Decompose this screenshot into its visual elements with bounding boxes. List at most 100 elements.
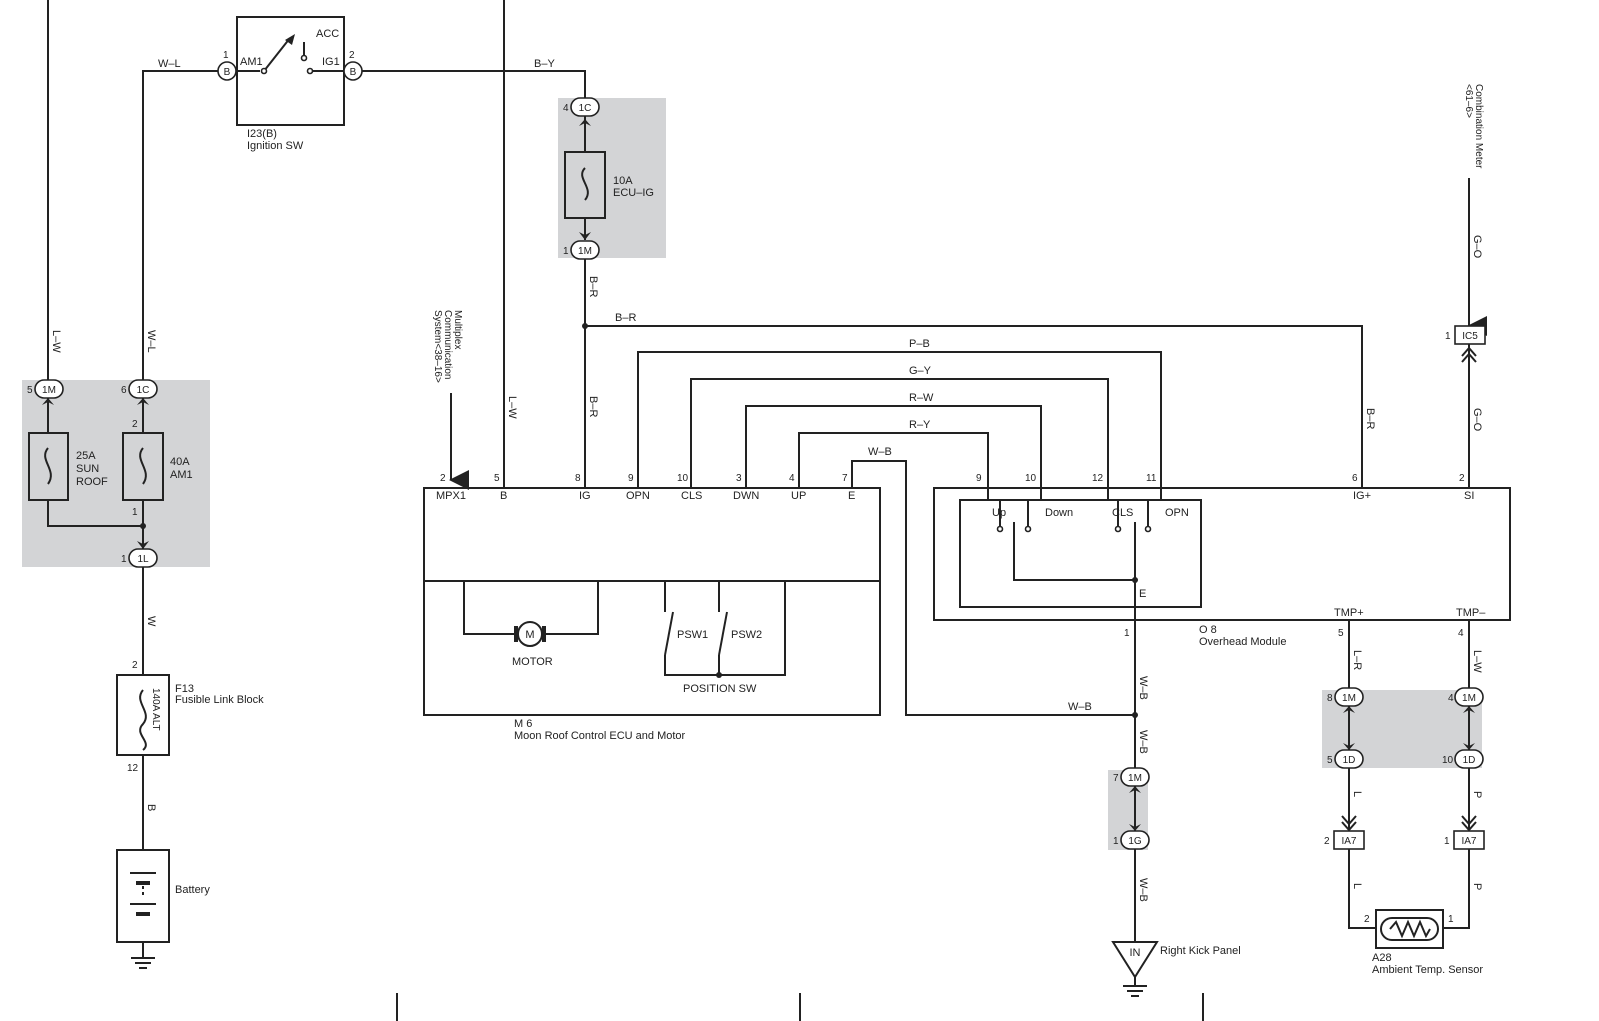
svg-text:B–R: B–R <box>587 276 599 297</box>
svg-text:5: 5 <box>1327 755 1333 766</box>
svg-text:L–R: L–R <box>1351 650 1363 670</box>
svg-text:Fusible Link Block: Fusible Link Block <box>175 694 264 706</box>
svg-text:CLS: CLS <box>681 490 702 502</box>
svg-text:W–B: W–B <box>1137 878 1149 902</box>
svg-text:MOTOR: MOTOR <box>512 656 553 668</box>
svg-text:40A: 40A <box>170 456 190 468</box>
svg-text:POSITION SW: POSITION SW <box>683 683 757 695</box>
battery-ground-icon <box>131 957 155 969</box>
svg-text:7: 7 <box>1113 773 1119 784</box>
svg-text:2: 2 <box>1459 473 1465 484</box>
svg-text:W–B: W–B <box>868 446 892 458</box>
svg-text:W: W <box>145 616 157 627</box>
svg-text:Battery: Battery <box>175 884 210 896</box>
svg-text:5: 5 <box>1338 628 1344 639</box>
svg-text:TMP–: TMP– <box>1456 607 1486 619</box>
svg-text:AM1: AM1 <box>170 469 193 481</box>
svg-text:1: 1 <box>132 507 138 518</box>
svg-text:3: 3 <box>736 473 742 484</box>
svg-text:1L: 1L <box>137 554 149 565</box>
svg-text:5: 5 <box>27 385 33 396</box>
svg-text:P: P <box>1471 791 1483 798</box>
svg-text:W–L: W–L <box>145 330 157 353</box>
svg-text:2: 2 <box>440 473 446 484</box>
fuse-am1: 1C 6 2 1 40A AM1 <box>121 379 193 518</box>
svg-text:25A: 25A <box>76 450 96 462</box>
multiplex-label: Multiplex Communication System<38–16> <box>432 310 463 383</box>
svg-text:2: 2 <box>132 419 138 430</box>
svg-text:L: L <box>1351 883 1363 889</box>
wire-labels: W–L B–Y L–W W–L W B L–W B–R B–R B–R B–R … <box>50 58 1483 902</box>
svg-text:PSW2: PSW2 <box>731 629 762 641</box>
svg-text:R–W: R–W <box>909 392 934 404</box>
svg-text:W–L: W–L <box>158 58 181 70</box>
svg-text:IA7: IA7 <box>1341 836 1356 847</box>
svg-text:1D: 1D <box>1463 755 1476 766</box>
svg-text:1M: 1M <box>578 246 592 257</box>
svg-text:<61–6>: <61–6> <box>1463 84 1474 118</box>
svg-text:CLS: CLS <box>1112 507 1133 519</box>
svg-text:10A: 10A <box>613 175 633 187</box>
svg-text:140A ALT: 140A ALT <box>150 688 161 731</box>
svg-text:IG1: IG1 <box>322 56 340 68</box>
wires <box>47 0 1487 1021</box>
svg-text:IN: IN <box>1130 947 1141 959</box>
svg-text:4: 4 <box>1458 628 1464 639</box>
svg-text:W–B: W–B <box>1068 701 1092 713</box>
svg-text:6: 6 <box>1352 473 1358 484</box>
svg-text:10: 10 <box>1442 755 1454 766</box>
svg-text:1M: 1M <box>1342 693 1356 704</box>
svg-text:ECU–IG: ECU–IG <box>613 187 654 199</box>
ambient-temp-sensor: 2 1 A28 Ambient Temp. Sensor <box>1364 909 1483 976</box>
svg-text:9: 9 <box>976 473 982 484</box>
motor-icon: M <box>525 629 534 641</box>
fuse-sunroof: 1M 5 25A SUN ROOF <box>27 379 108 501</box>
svg-text:2: 2 <box>1324 836 1330 847</box>
svg-text:12: 12 <box>127 763 139 774</box>
svg-text:L–W: L–W <box>506 396 518 419</box>
svg-text:Communication: Communication <box>442 310 453 379</box>
svg-text:W–B: W–B <box>1137 730 1149 754</box>
svg-text:1G: 1G <box>1128 836 1142 847</box>
junction-block-shade-ecu <box>558 98 666 258</box>
svg-text:UP: UP <box>791 490 806 502</box>
svg-text:R–Y: R–Y <box>909 419 931 431</box>
svg-text:SUN: SUN <box>76 463 99 475</box>
svg-text:7: 7 <box>842 473 848 484</box>
svg-text:4: 4 <box>563 103 569 114</box>
svg-text:1M: 1M <box>42 385 56 396</box>
svg-text:2: 2 <box>1364 914 1370 925</box>
svg-text:ACC: ACC <box>316 28 339 40</box>
svg-text:9: 9 <box>628 473 634 484</box>
svg-text:1: 1 <box>1445 331 1451 342</box>
ignition-switch: B B 1 2 AM1 IG1 ACC I23(B) Ignition SW <box>217 16 363 152</box>
svg-text:Down: Down <box>1045 507 1073 519</box>
moon-roof-ecu: 2 5 8 9 10 3 4 7 MPX1 B IG OPN CLS DWN U… <box>423 473 881 742</box>
svg-text:1: 1 <box>1448 914 1454 925</box>
tmp-connectors: 1M 8 1D 5 1M 4 1D 10 IA7 2 IA7 1 <box>1324 687 1485 850</box>
svg-text:IG+: IG+ <box>1353 490 1371 502</box>
svg-text:Right Kick Panel: Right Kick Panel <box>1160 945 1241 957</box>
svg-text:G–O: G–O <box>1471 408 1483 432</box>
svg-text:1: 1 <box>563 246 569 257</box>
svg-text:F13: F13 <box>175 683 194 695</box>
svg-text:B–Y: B–Y <box>534 58 555 70</box>
svg-text:B–R: B–R <box>1364 408 1376 429</box>
svg-text:L–W: L–W <box>50 330 62 353</box>
svg-text:Combination Meter: Combination Meter <box>1473 84 1484 169</box>
svg-text:IG: IG <box>579 490 591 502</box>
svg-text:1M: 1M <box>1462 693 1476 704</box>
svg-text:2: 2 <box>349 50 355 61</box>
junction-block-shade-left <box>22 380 210 567</box>
svg-text:B–R: B–R <box>587 396 599 417</box>
svg-text:G–O: G–O <box>1471 235 1483 259</box>
svg-text:4: 4 <box>1448 693 1454 704</box>
svg-text:4: 4 <box>789 473 795 484</box>
svg-text:OPN: OPN <box>1165 507 1189 519</box>
svg-text:P: P <box>1471 883 1483 890</box>
svg-text:6: 6 <box>121 385 127 396</box>
svg-text:OPN: OPN <box>626 490 650 502</box>
svg-text:O 8: O 8 <box>1199 624 1217 636</box>
overhead-module: 9 10 12 11 6 2 IG+ SI Up Down CLS OPN E … <box>933 473 1511 648</box>
